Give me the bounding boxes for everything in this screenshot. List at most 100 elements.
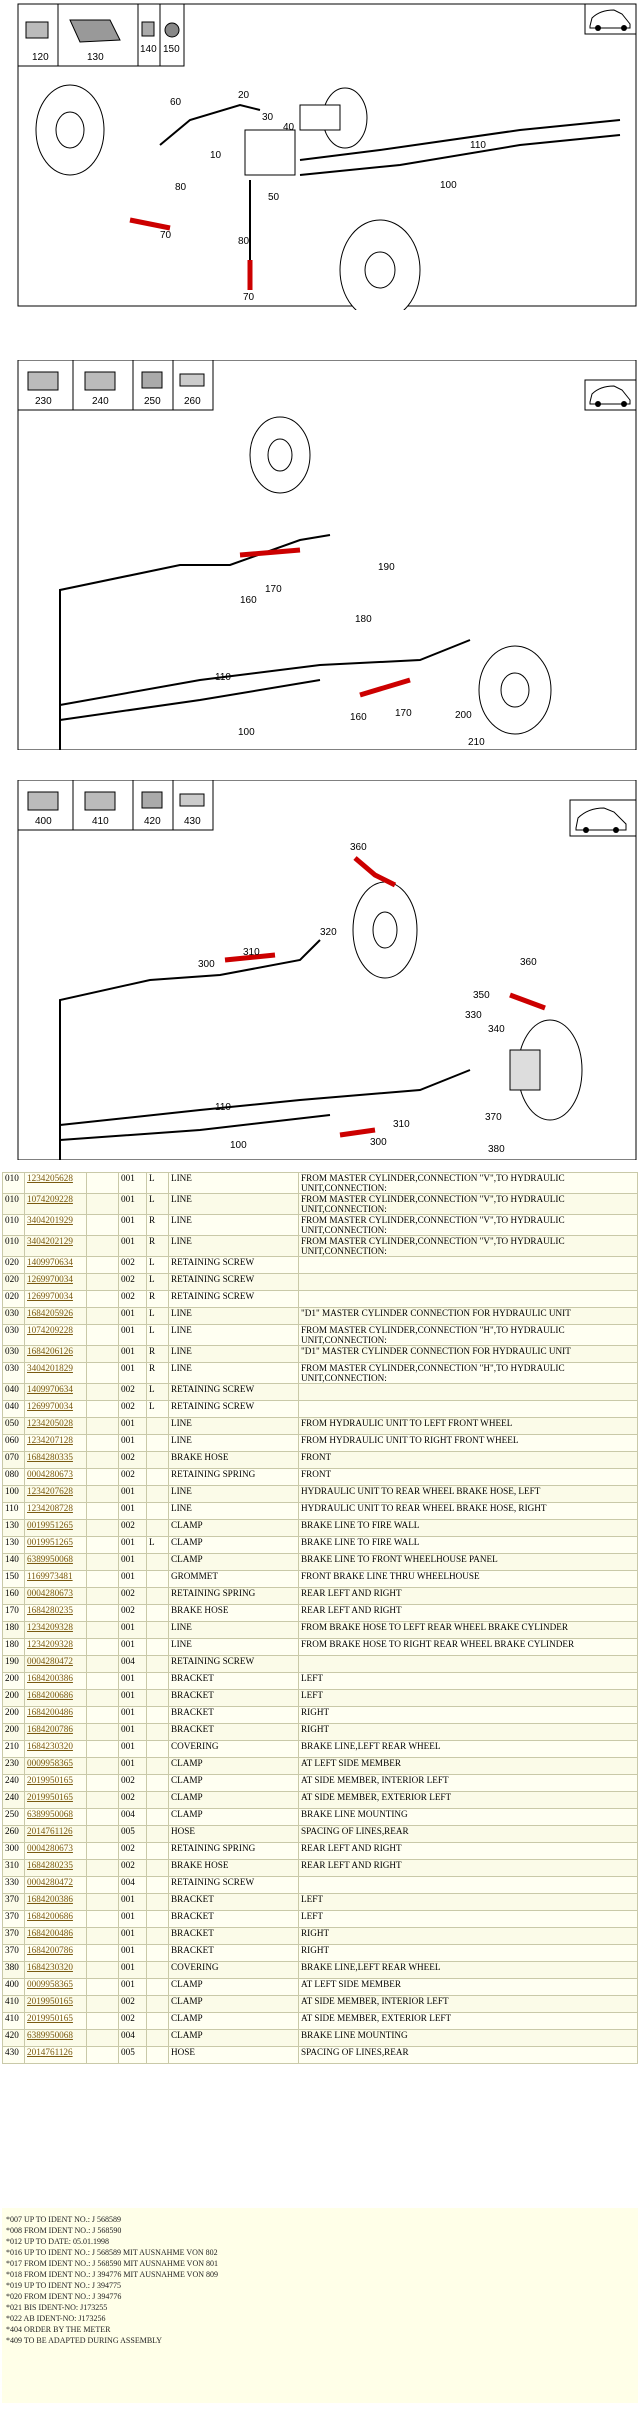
part-number-link[interactable]: 1269970034: [24, 1400, 87, 1418]
part-number-link[interactable]: 1684200386: [24, 1672, 87, 1690]
remarks-cell: [298, 1876, 638, 1894]
callout: 380: [488, 1144, 505, 1155]
part-number-link[interactable]: 0004280673: [24, 1468, 87, 1486]
quantity-cell: 002: [118, 1273, 147, 1291]
callout: 100: [238, 727, 255, 738]
part-name-cell: COVERING: [168, 1961, 299, 1979]
part-name-cell: BRACKET: [168, 1893, 299, 1911]
spacer-cell: [86, 1706, 119, 1724]
spacer-cell: [86, 1774, 119, 1792]
position-cell: 200: [2, 1672, 25, 1690]
part-name-cell: CLAMP: [168, 1757, 299, 1775]
part-number-link[interactable]: 0019951265: [24, 1519, 87, 1537]
part-number-link[interactable]: 1234209328: [24, 1621, 87, 1639]
part-number-link[interactable]: 2019950165: [24, 1995, 87, 2013]
footnote: *017 FROM IDENT NO.: J 568590 MIT AUSNAH…: [6, 2259, 219, 2268]
remarks-cell: "D1" MASTER CYLINDER CONNECTION FOR HYDR…: [298, 1307, 638, 1325]
part-number-link[interactable]: 1269970034: [24, 1273, 87, 1291]
footnotes: *007 UP TO IDENT NO.: J 568589*008 FROM …: [2, 2208, 638, 2403]
part-number-link[interactable]: 1234207128: [24, 1434, 87, 1452]
part-number-link[interactable]: 1684280235: [24, 1604, 87, 1622]
part-number-link[interactable]: 1234205628: [24, 1172, 87, 1194]
quantity-cell: 002: [118, 1400, 147, 1418]
part-number-link[interactable]: 2014761126: [24, 1825, 87, 1843]
part-number-link[interactable]: 1409970634: [24, 1256, 87, 1274]
spacer-cell: [86, 1978, 119, 1996]
part-number-link[interactable]: 2014761126: [24, 2046, 87, 2064]
position-cell: 020: [2, 1273, 25, 1291]
part-number-link[interactable]: 1409970634: [24, 1383, 87, 1401]
callout: 110: [215, 1102, 231, 1113]
part-name-cell: LINE: [168, 1362, 299, 1384]
part-number-link[interactable]: 6389950068: [24, 2029, 87, 2047]
callout: 310: [393, 1119, 410, 1130]
part-number-link[interactable]: 1684280235: [24, 1859, 87, 1877]
quantity-cell: 002: [118, 1451, 147, 1469]
part-number-link[interactable]: 1684200786: [24, 1944, 87, 1962]
part-number-link[interactable]: 1684206126: [24, 1345, 87, 1363]
position-cell: 010: [2, 1214, 25, 1236]
part-number-link[interactable]: 1169973481: [24, 1570, 87, 1588]
part-number-link[interactable]: 1074209228: [24, 1193, 87, 1215]
quantity-cell: 002: [118, 1995, 147, 2013]
part-number-link[interactable]: 0009958365: [24, 1978, 87, 1996]
part-number-link[interactable]: 2019950165: [24, 1774, 87, 1792]
part-number-link[interactable]: 3404201929: [24, 1214, 87, 1236]
remarks-cell: AT SIDE MEMBER, EXTERIOR LEFT: [298, 1791, 638, 1809]
part-number-link[interactable]: 1684200786: [24, 1723, 87, 1741]
part-number-link[interactable]: 1234208728: [24, 1502, 87, 1520]
callout: 100: [230, 1140, 247, 1151]
part-number-link[interactable]: 1684205926: [24, 1307, 87, 1325]
part-number-link[interactable]: 1684200486: [24, 1927, 87, 1945]
part-number-link[interactable]: 1684230320: [24, 1961, 87, 1979]
part-number-link[interactable]: 0004280472: [24, 1655, 87, 1673]
part-number-link[interactable]: 0004280472: [24, 1876, 87, 1894]
part-number-link[interactable]: 1684230320: [24, 1740, 87, 1758]
remarks-cell: LEFT: [298, 1893, 638, 1911]
position-cell: 030: [2, 1324, 25, 1346]
side-cell: R: [146, 1362, 169, 1384]
part-number-link[interactable]: 3404201829: [24, 1362, 87, 1384]
remarks-cell: BRAKE LINE,LEFT REAR WHEEL: [298, 1961, 638, 1979]
spacer-cell: [86, 1825, 119, 1843]
part-number-link[interactable]: 0019951265: [24, 1536, 87, 1554]
part-number-link[interactable]: 0009958365: [24, 1757, 87, 1775]
part-number-link[interactable]: 1234205028: [24, 1417, 87, 1435]
spacer-cell: [86, 1791, 119, 1809]
part-number-link[interactable]: 1684200686: [24, 1689, 87, 1707]
spacer-cell: [86, 1451, 119, 1469]
spacer-cell: [86, 1876, 119, 1894]
part-number-link[interactable]: 1074209228: [24, 1324, 87, 1346]
part-number-link[interactable]: 1684200486: [24, 1706, 87, 1724]
remarks-cell: SPACING OF LINES,REAR: [298, 2046, 638, 2064]
part-number-link[interactable]: 1234209328: [24, 1638, 87, 1656]
part-number-link[interactable]: 2019950165: [24, 2012, 87, 2030]
part-number-link[interactable]: 1684200386: [24, 1893, 87, 1911]
position-cell: 040: [2, 1383, 25, 1401]
callout: 330: [465, 1010, 482, 1021]
position-cell: 310: [2, 1859, 25, 1877]
part-number-link[interactable]: 0004280673: [24, 1587, 87, 1605]
brake-disc-rear: [352, 881, 583, 1121]
part-number-link[interactable]: 2019950165: [24, 1791, 87, 1809]
part-number-link[interactable]: 6389950068: [24, 1808, 87, 1826]
side-cell: R: [146, 1235, 169, 1257]
position-cell: 010: [2, 1235, 25, 1257]
footnote: *020 FROM IDENT NO.: J 394776: [6, 2292, 122, 2301]
thumb-label: 430: [184, 816, 201, 827]
part-name-cell: LINE: [168, 1485, 299, 1503]
part-name-cell: RETAINING SCREW: [168, 1655, 299, 1673]
position-cell: 200: [2, 1706, 25, 1724]
part-number-link[interactable]: 6389950068: [24, 1553, 87, 1571]
part-number-link[interactable]: 1234207628: [24, 1485, 87, 1503]
part-number-link[interactable]: 3404202129: [24, 1235, 87, 1257]
brake-hose-front-left: [129, 217, 171, 231]
part-number-link[interactable]: 1269970034: [24, 1290, 87, 1308]
part-number-link[interactable]: 1684200686: [24, 1910, 87, 1928]
part-number-link[interactable]: 0004280673: [24, 1842, 87, 1860]
part-number-link[interactable]: 1684280335: [24, 1451, 87, 1469]
